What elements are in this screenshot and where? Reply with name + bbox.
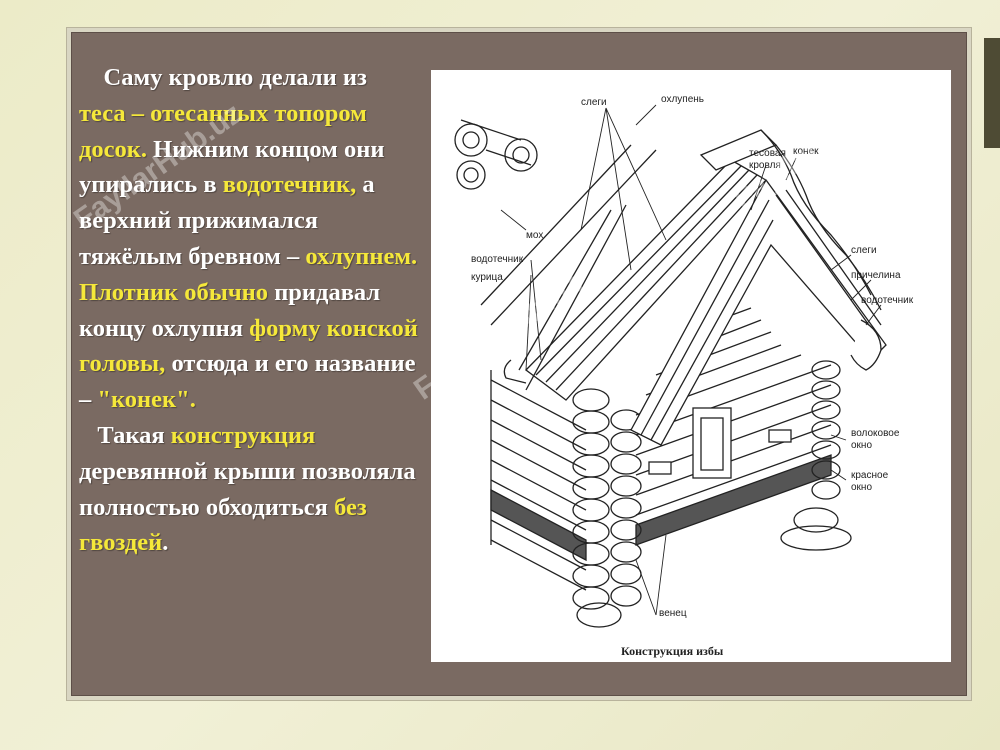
highlighted-text: водотечник, <box>222 171 357 199</box>
body-text: Такая <box>79 421 171 449</box>
highlighted-text: форму конской головы, <box>79 314 418 378</box>
label-konek: конек <box>793 146 819 157</box>
body-text: отсюда и его название – <box>79 350 416 414</box>
izba-drawing: слеги охлупень тесовая кровля конек мох … <box>454 94 914 658</box>
highlighted-text: Плотник обычно <box>79 278 269 306</box>
label-prichelina: причелина <box>851 270 901 281</box>
body-text: а верхний прижимался тяжёлым бревном – <box>79 171 375 270</box>
right-corner-log-ends <box>576 360 841 628</box>
body-text: придавал концу охлупня <box>79 278 381 342</box>
label-venets: венец <box>659 608 687 619</box>
edge-accent-bar <box>984 38 1000 148</box>
label-volokovoe-1: волоковое <box>851 428 900 439</box>
label-okhlupen: охлупень <box>661 94 704 105</box>
left-wall-logs <box>490 370 587 591</box>
label-krasnoe-2: окно <box>851 482 872 493</box>
diagram-caption: Конструкция избы <box>621 644 724 658</box>
label-krasnoe-1: красное <box>851 470 889 481</box>
body-text: . <box>162 529 169 557</box>
highlighted-text: "конек". <box>97 386 196 414</box>
highlighted-text: без гвоздей <box>79 493 367 557</box>
highlighted-text: охлупнем. <box>305 242 418 270</box>
roof-right <box>630 178 887 446</box>
label-slegi-right: слеги <box>851 245 877 256</box>
paragraph-0: Саму кровлю делали из теса – отесанных т… <box>79 60 419 418</box>
label-mokh: мох <box>526 230 543 241</box>
label-kuritsa: курица <box>471 272 503 283</box>
label-tesovaya-2: кровля <box>749 160 781 171</box>
izba-diagram: слеги охлупень тесовая кровля конек мох … <box>431 70 951 662</box>
body-text: Нижним концом они упирались в <box>79 135 385 199</box>
body-text: Саму кровлю делали из <box>79 64 367 91</box>
paragraph-1: Такая конструкция деревянной крыши позво… <box>79 418 419 561</box>
corner-log-ends <box>572 388 642 610</box>
label-vodotechnik-left: водотечник <box>471 254 524 265</box>
log-ends-moss <box>454 119 538 190</box>
slide-panel: Саму кровлю делали из теса – отесанных т… <box>71 32 967 696</box>
slide-frame: Саму кровлю делали из теса – отесанных т… <box>66 27 972 701</box>
label-tesovaya-1: тесовая <box>749 148 786 159</box>
label-volokovoe-2: окно <box>851 440 872 451</box>
label-vodotechnik-right: водотечник <box>861 295 914 306</box>
body-text: деревянной крыши позволяла полностью обх… <box>79 457 416 521</box>
label-slegi-top: слеги <box>581 97 607 108</box>
highlighted-text: теса – отесанных топором досок. <box>79 99 367 163</box>
slide-text: Саму кровлю делали из теса – отесанных т… <box>79 60 419 561</box>
highlighted-text: конструкция <box>170 421 316 449</box>
